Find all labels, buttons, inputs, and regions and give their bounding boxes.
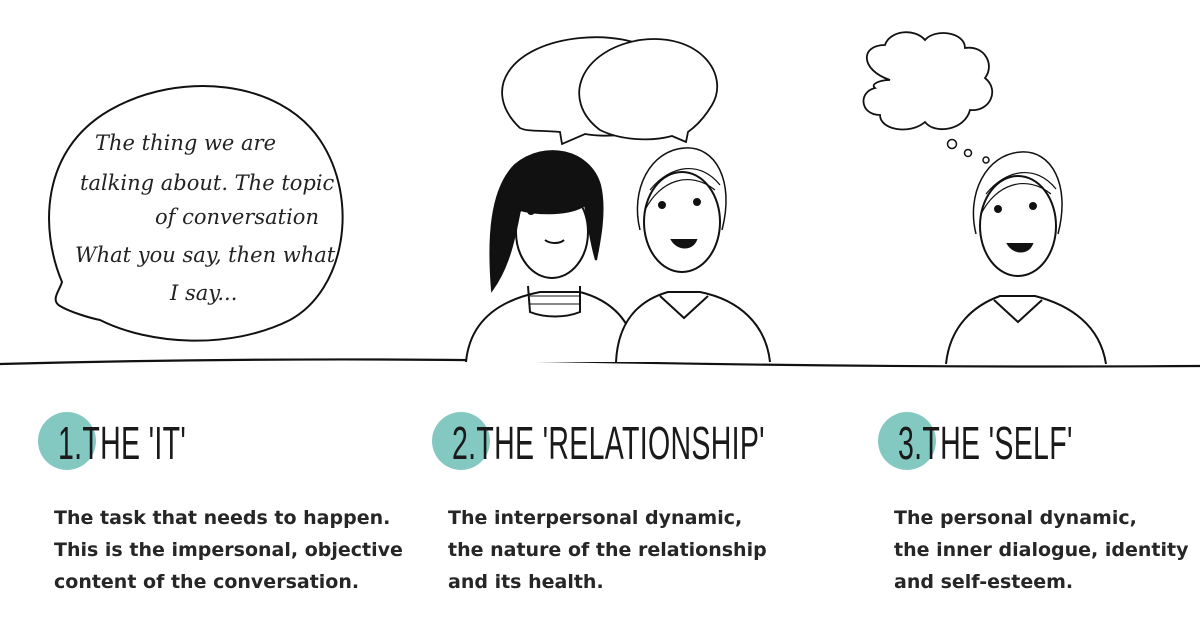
section-heading: 1.THE 'IT' — [38, 412, 403, 472]
number-circle — [38, 412, 96, 470]
section-self: 3.THE 'SELF' The personal dynamic, the i… — [878, 412, 1188, 598]
description-line: The interpersonal dynamic, — [448, 507, 743, 529]
description-line: and self-esteem. — [894, 571, 1074, 593]
description-line: the inner dialogue, identity — [894, 539, 1189, 561]
description-line: the nature of the relationship — [448, 539, 767, 561]
bubble-line-1: The thing we are — [95, 131, 276, 155]
description-line: This is the impersonal, objective — [54, 539, 403, 561]
section-title-text: THE 'SELF' — [922, 417, 1073, 469]
number-circle — [878, 412, 936, 470]
section-title: 3.THE 'SELF' — [898, 414, 1073, 472]
description-line: content of the conversation. — [54, 571, 360, 593]
description-line: and its health. — [448, 571, 604, 593]
section-number: 1. — [58, 417, 83, 469]
person-light-hair — [615, 147, 771, 363]
section-heading: 2.THE 'RELATIONSHIP' — [432, 412, 767, 472]
section-description: The task that needs to happen. This is t… — [54, 502, 403, 598]
person-dark-hair — [465, 150, 639, 363]
description-line: The task that needs to happen. — [54, 507, 391, 529]
bubble-line-5: I say... — [169, 281, 237, 305]
thought-bubble — [862, 31, 994, 164]
section-title-text: THE 'IT' — [82, 417, 187, 469]
section-number: 2. — [452, 417, 477, 469]
number-circle — [432, 412, 490, 470]
bubble-line-4: What you say, then what — [75, 243, 336, 267]
speech-bubble: The thing we are talking about. The topi… — [48, 85, 344, 342]
section-relationship: 2.THE 'RELATIONSHIP' The interpersonal d… — [432, 412, 767, 598]
empty-speech-bubbles — [501, 36, 718, 146]
section-description: The interpersonal dynamic, the nature of… — [448, 502, 767, 598]
description-line: The personal dynamic, — [894, 507, 1137, 529]
section-title: 1.THE 'IT' — [58, 414, 186, 472]
person-self — [945, 151, 1107, 365]
section-title: 2.THE 'RELATIONSHIP' — [452, 414, 765, 472]
bubble-line-2: talking about. The topic — [80, 171, 335, 195]
bubble-line-3: of conversation — [155, 205, 319, 229]
section-it: 1.THE 'IT' The task that needs to happen… — [38, 412, 403, 598]
section-description: The personal dynamic, the inner dialogue… — [894, 502, 1188, 598]
section-title-text: THE 'RELATIONSHIP' — [476, 417, 765, 469]
section-number: 3. — [898, 417, 923, 469]
section-heading: 3.THE 'SELF' — [878, 412, 1188, 472]
